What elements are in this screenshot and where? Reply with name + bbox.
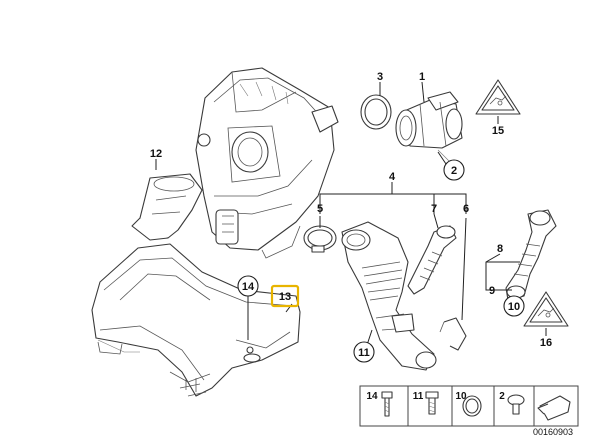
intake-boot-11[interactable] [341, 221, 437, 371]
wire-clip-6[interactable] [439, 317, 467, 351]
callout-10-circle[interactable]: 10 [503, 295, 525, 317]
callout-2-circle[interactable]: 2 [443, 159, 465, 181]
air-filter-housing[interactable] [195, 67, 339, 259]
screw-14-icon [381, 391, 393, 417]
callout-8[interactable]: 8 [497, 243, 503, 255]
vent-hose-7[interactable] [407, 225, 457, 295]
vent-hose-8[interactable] [505, 209, 557, 301]
callout-6[interactable]: 6 [463, 203, 469, 215]
callout-13: 13 [279, 291, 291, 303]
legend-label-14: 14 [366, 391, 378, 402]
callout-16[interactable]: 16 [540, 337, 552, 349]
callout-3[interactable]: 3 [377, 71, 383, 83]
callout-9[interactable]: 9 [489, 285, 495, 297]
intake-snorkel-12[interactable] [131, 173, 203, 241]
air-duct-cover-13[interactable] [91, 243, 301, 397]
callout-5[interactable]: 5 [317, 203, 323, 215]
bolt-11-icon [425, 391, 439, 415]
callout-15[interactable]: 15 [492, 125, 504, 137]
fastener-legend: 14 11 10 2 [359, 385, 579, 427]
diagram-reference-number: 00160903 [533, 427, 573, 437]
legend-label-2: 2 [499, 391, 505, 402]
callout-1[interactable]: 1 [419, 71, 425, 83]
callout-14: 14 [242, 281, 255, 293]
air-mass-meter-1[interactable] [395, 91, 463, 149]
screw-14[interactable] [246, 346, 254, 354]
screw-2-icon [507, 394, 525, 415]
screw-2-location [437, 149, 451, 163]
callout-4[interactable]: 4 [389, 171, 396, 183]
callout-11: 11 [358, 347, 370, 359]
callout-13-highlight[interactable]: 13 [270, 284, 300, 308]
o-ring-10-icon [462, 395, 482, 417]
callout-10: 10 [508, 301, 520, 313]
arrow-reference-icon [537, 395, 571, 421]
legend-label-11: 11 [413, 391, 424, 402]
legend-label-10: 10 [455, 391, 467, 402]
callout-14-circle[interactable]: 14 [237, 275, 259, 297]
callout-2: 2 [451, 165, 457, 177]
o-ring-3[interactable] [360, 94, 392, 130]
warning-label-15[interactable] [475, 79, 521, 115]
callout-12[interactable]: 12 [150, 148, 162, 160]
callout-labels: 12 3 1 15 4 5 7 6 8 9 16 [150, 71, 552, 349]
hose-clamp-5[interactable] [303, 225, 337, 253]
callout-11-circle[interactable]: 11 [353, 341, 375, 363]
warning-label-16[interactable] [523, 291, 569, 327]
callout-7[interactable]: 7 [431, 203, 437, 215]
